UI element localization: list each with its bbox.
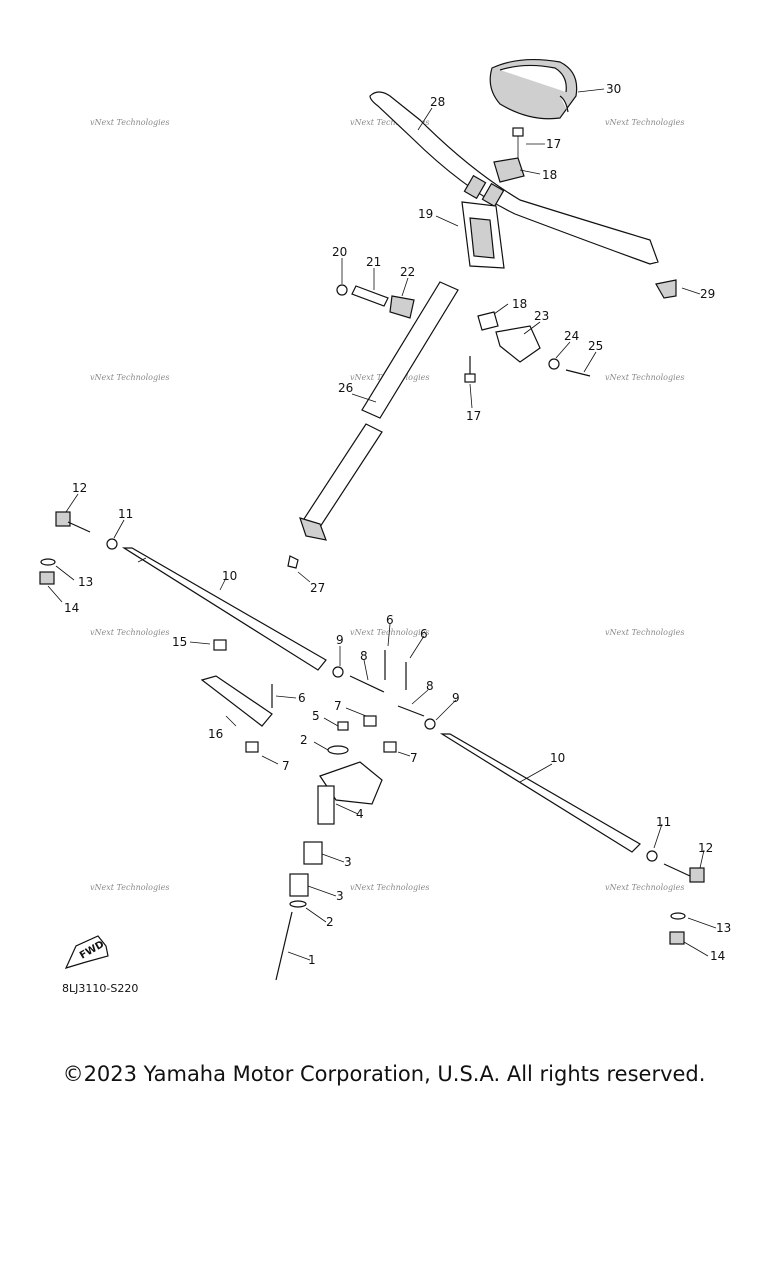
callout-label: 3 — [344, 855, 352, 869]
callout-label: 3 — [336, 889, 344, 903]
watermark: vNext Technologies — [90, 883, 169, 892]
riser-plate — [461, 201, 505, 269]
callout-label: 14 — [710, 949, 725, 963]
callout-label: 30 — [606, 82, 621, 96]
callout-label: 6 — [420, 627, 428, 641]
callout-label: 10 — [550, 751, 565, 765]
callout-label: 14 — [64, 601, 79, 615]
watermark: vNext Technologies — [350, 628, 429, 637]
watermarks: vNext Technologies vNext Technologies vN… — [90, 118, 684, 892]
left-rod-end — [39, 511, 118, 585]
callout-label: 16 — [208, 727, 223, 741]
callout-label: 23 — [534, 309, 549, 323]
handlebar-pad — [489, 58, 578, 120]
watermark: vNext Technologies — [350, 883, 429, 892]
callout-label: 6 — [386, 613, 394, 627]
callout-label: 25 — [588, 339, 603, 353]
callout-label: 7 — [282, 759, 290, 773]
handlebar — [369, 91, 659, 265]
callout-label: 21 — [366, 255, 381, 269]
callout-label: 11 — [118, 507, 133, 521]
tie-rod-upper — [121, 547, 327, 671]
forward-arrow-icon: FWD — [64, 935, 109, 969]
watermark: vNext Technologies — [90, 118, 169, 127]
callout-label: 27 — [310, 581, 325, 595]
callout-label: 9 — [452, 691, 460, 705]
callout-label: 28 — [430, 95, 445, 109]
tie-rod-lower — [439, 733, 641, 853]
callout-label: 13 — [716, 921, 731, 935]
callout-label: 24 — [564, 329, 579, 343]
watermark: vNext Technologies — [90, 628, 169, 637]
callout-labels: 30 28 17 18 19 20 21 22 18 23 24 25 26 1… — [64, 82, 731, 967]
watermark: vNext Technologies — [605, 628, 684, 637]
right-rod-end — [646, 850, 705, 945]
diagram-code: 8LJ3110-S220 — [62, 982, 138, 995]
pitman-arm — [200, 639, 273, 753]
callout-label: 2 — [326, 915, 334, 929]
watermark: vNext Technologies — [90, 373, 169, 382]
steering-column — [287, 281, 459, 569]
callout-label: 8 — [360, 649, 368, 663]
callout-label: 17 — [546, 137, 561, 151]
callout-label: 20 — [332, 245, 347, 259]
bar-end-cap — [655, 279, 677, 299]
watermark: vNext Technologies — [605, 373, 684, 382]
callout-label: 18 — [512, 297, 527, 311]
callout-label: 6 — [298, 691, 306, 705]
callout-label: 2 — [300, 733, 308, 747]
callout-label: 12 — [698, 841, 713, 855]
copyright-notice: ©2023 Yamaha Motor Corporation, U.S.A. A… — [62, 1062, 706, 1086]
watermark: vNext Technologies — [350, 118, 429, 127]
watermark: vNext Technologies — [605, 883, 684, 892]
callout-label: 9 — [336, 633, 344, 647]
callout-label: 26 — [338, 381, 353, 395]
upper-clamp — [493, 127, 525, 183]
steering-post — [275, 721, 383, 981]
callout-label: 11 — [656, 815, 671, 829]
callout-label: 17 — [466, 409, 481, 423]
callout-label: 4 — [356, 807, 364, 821]
small-hardware — [336, 284, 591, 383]
watermark: vNext Technologies — [605, 118, 684, 127]
center-hardware — [332, 650, 436, 753]
callout-label: 19 — [418, 207, 433, 221]
callout-label: 10 — [222, 569, 237, 583]
callout-label: 1 — [308, 953, 316, 967]
callout-leaders — [47, 88, 717, 961]
callout-label: 8 — [426, 679, 434, 693]
callout-label: 18 — [542, 168, 557, 182]
callout-label: 13 — [78, 575, 93, 589]
callout-label: 22 — [400, 265, 415, 279]
callout-label: 5 — [312, 709, 320, 723]
callout-label: 7 — [334, 699, 342, 713]
callout-label: 29 — [700, 287, 715, 301]
callout-label: 7 — [410, 751, 418, 765]
callout-label: 12 — [72, 481, 87, 495]
callout-label: 15 — [172, 635, 187, 649]
